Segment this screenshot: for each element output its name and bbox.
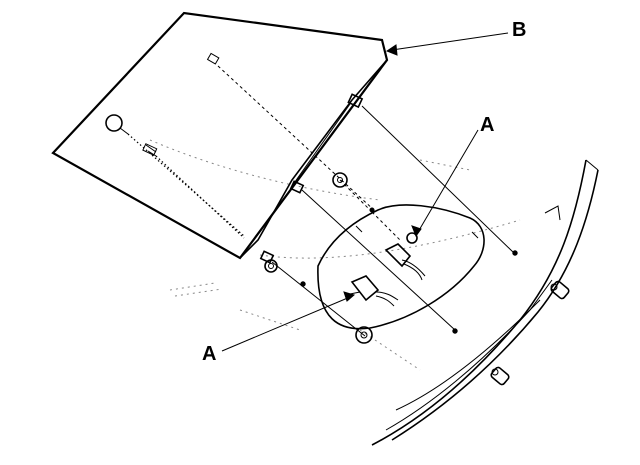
nut-left: [264, 259, 278, 273]
alignment-lines: [127, 65, 515, 337]
nut-bottom-left: [355, 326, 373, 344]
small-bolt-3: [512, 250, 518, 256]
small-bolt-2: [369, 207, 375, 213]
panel-clip-lower: [142, 143, 158, 157]
body-contour-lines: [149, 139, 521, 371]
small-bolt-4: [452, 328, 458, 334]
leader-a-lower: [221, 291, 356, 352]
label-a-upper: A: [480, 114, 494, 136]
connector-lower: [344, 275, 399, 307]
small-bolt-1: [300, 281, 306, 287]
panel-grommet: [105, 114, 129, 135]
leader-b: [385, 32, 509, 56]
trim-panel: [51, 11, 389, 264]
label-a-lower: A: [202, 343, 216, 365]
panel-clip-right-mid: [289, 180, 305, 194]
panel-clip-upper: [206, 52, 220, 65]
leader-a-upper: [411, 129, 479, 238]
bolt-right-lower: [490, 366, 510, 386]
panel-clip-right-low: [259, 250, 275, 264]
nut-center-upper: [332, 172, 348, 188]
cavity-recess: [317, 204, 485, 330]
body-frame: [371, 159, 599, 446]
panel-clip-right-top: [347, 93, 364, 109]
connector-upper: [384, 232, 426, 281]
label-b: B: [512, 19, 526, 41]
